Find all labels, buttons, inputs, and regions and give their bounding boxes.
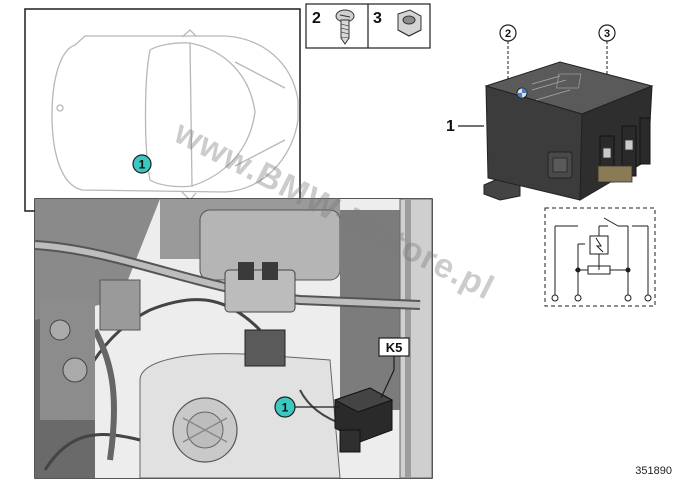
screw-icon bbox=[335, 9, 355, 45]
nut-icon bbox=[397, 9, 422, 37]
relay-body bbox=[483, 61, 654, 201]
document-number: 351890 bbox=[635, 465, 672, 477]
car-outline bbox=[51, 29, 299, 201]
part-2-number: 2 bbox=[312, 10, 321, 27]
part-3-number: 3 bbox=[373, 10, 382, 27]
relay-k5 bbox=[333, 387, 394, 453]
relay-schematic bbox=[544, 207, 656, 307]
locator-marker: 1 bbox=[132, 154, 152, 174]
photo-marker-1: 1 bbox=[274, 396, 340, 418]
svg-text:2: 2 bbox=[505, 28, 511, 40]
k5-label: K5 bbox=[378, 337, 410, 399]
svg-text:3: 3 bbox=[604, 28, 610, 40]
svg-text:1: 1 bbox=[282, 401, 289, 415]
engine-bay-photo: K5 1 bbox=[34, 198, 433, 479]
bmw-roundel-icon bbox=[516, 87, 528, 99]
callout-1: 1 bbox=[446, 118, 484, 135]
svg-text:1: 1 bbox=[446, 118, 455, 135]
svg-text:1: 1 bbox=[139, 158, 146, 172]
svg-text:K5: K5 bbox=[386, 340, 403, 355]
relay-illustration: 2 3 1 bbox=[446, 24, 654, 201]
car-locator-panel: 1 bbox=[24, 8, 301, 212]
parts-key: 2 3 bbox=[305, 3, 431, 49]
